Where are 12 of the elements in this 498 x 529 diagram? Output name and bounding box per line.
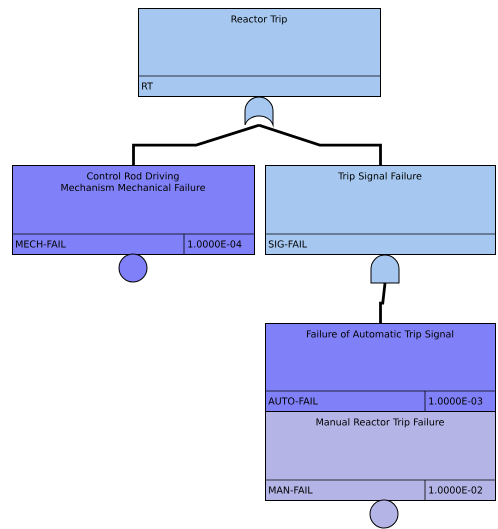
event-box: Control Rod Driving Mechanism Mechanical Failure MECH-FAIL 1.0000E-04 [12, 165, 255, 255]
event-box: Reactor Trip RT [138, 8, 381, 97]
or-gate [244, 96, 274, 126]
event-box: Failure of Automatic Trip Signal AUTO-FAIL 1.0000E-03 [264, 323, 496, 412]
event-box: Manual Reactor Trip Failure MAN-FAIL 1.0000E-02 [264, 411, 496, 501]
event-box: Trip Signal Failure SIG-FAIL [264, 165, 496, 255]
basic-event-circle [118, 254, 148, 282]
connector-line [258, 124, 382, 165]
connector-line [132, 124, 260, 165]
connector-line [379, 283, 386, 323]
and-gate [370, 254, 400, 284]
basic-event-circle [370, 500, 398, 528]
